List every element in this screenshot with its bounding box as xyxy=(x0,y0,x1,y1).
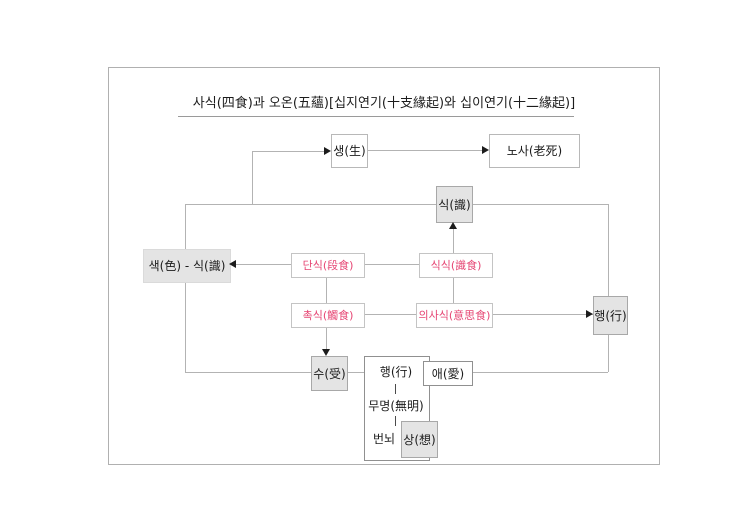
connector-loop-to-saeng-horizontal xyxy=(252,151,327,152)
node-dansik: 단식(段食) xyxy=(291,253,365,278)
node-sang: 상(想) xyxy=(401,421,438,458)
connector-su-to-ohon xyxy=(346,372,364,373)
arrowhead-into-nosa xyxy=(482,146,489,154)
link-bar-haeng-mumyeong xyxy=(395,384,396,394)
connector-siksik-uisasik xyxy=(453,276,454,303)
arrowhead-into-saeksik xyxy=(229,260,236,268)
connector-right-vertical xyxy=(608,204,609,372)
connector-dansik-to-saeksik xyxy=(229,264,291,265)
connector-uisasik-to-haeng xyxy=(491,314,593,315)
node-su: 수(受) xyxy=(311,356,348,391)
connector-dansik-siksik xyxy=(363,264,419,265)
diagram-title: 사식(四食)과 오온(五蘊)[십지연기(十支緣起)와 십이연기(十二緣起)] xyxy=(192,96,576,111)
node-saeng: 생(生) xyxy=(331,134,368,168)
node-beonnoe: 번뇌 xyxy=(372,432,396,446)
arrowhead-into-saeng xyxy=(324,147,331,155)
connector-loop-to-saeng-vertical xyxy=(252,151,253,205)
link-bar-mumyeong-beonnoe xyxy=(395,416,396,426)
connector-saeng-nosa xyxy=(366,150,484,151)
connector-main-horizontal xyxy=(185,204,608,205)
connector-leftvertical-to-su xyxy=(185,372,311,373)
node-haeng-inner: 행(行) xyxy=(379,365,413,379)
connector-choksik-to-su xyxy=(326,326,327,354)
node-choksik: 촉식(觸食) xyxy=(291,303,365,328)
connector-left-vertical xyxy=(185,204,186,372)
arrowhead-into-sik xyxy=(449,222,457,229)
node-siksik: 식식(識食) xyxy=(419,253,493,278)
node-saek-sik: 색(色) - 식(識) xyxy=(143,249,231,283)
node-ae: 애(愛) xyxy=(423,361,473,386)
title-underline xyxy=(178,116,574,117)
connector-siksik-to-sik xyxy=(453,225,454,253)
connector-choksik-uisasik xyxy=(363,314,416,315)
node-nosa: 노사(老死) xyxy=(489,134,580,168)
node-mumyeong: 무명(無明) xyxy=(368,399,424,413)
node-haeng-right: 행(行) xyxy=(593,296,628,335)
connector-ae-to-rightvertical xyxy=(471,372,608,373)
node-sik: 식(識) xyxy=(436,186,473,223)
diagram-frame: 사식(四食)과 오온(五蘊)[십지연기(十支緣起)와 십이연기(十二緣起)] 생… xyxy=(108,67,660,465)
arrowhead-into-haeng xyxy=(586,310,593,318)
connector-dansik-choksik xyxy=(326,276,327,303)
arrowhead-into-su xyxy=(322,349,330,356)
node-uisasik: 의사식(意思食) xyxy=(416,303,493,328)
